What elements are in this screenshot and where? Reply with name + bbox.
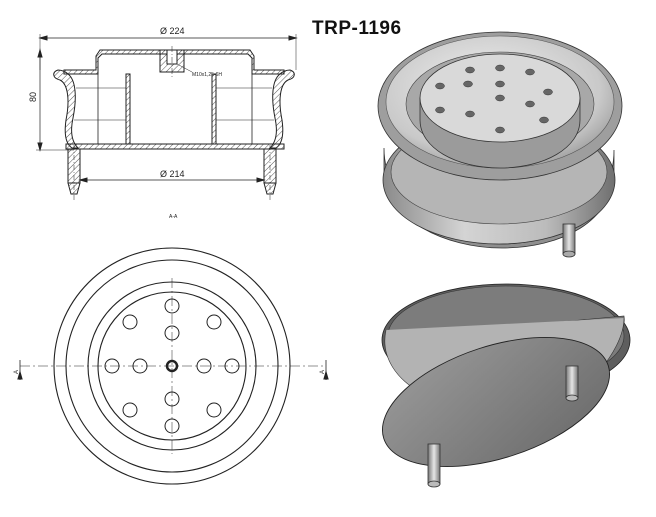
- hole: [164, 391, 180, 407]
- part-number-title: TRP-1196: [312, 18, 402, 39]
- hole: [122, 402, 138, 418]
- center-boss-hole: [165, 359, 179, 373]
- bottom-diameter-label: Ø 214: [160, 169, 185, 179]
- hole: [104, 358, 120, 374]
- hole: [224, 358, 240, 374]
- hole-pattern: [104, 298, 240, 434]
- top-diameter-label: Ø 224: [160, 26, 185, 36]
- section-label: A-A: [169, 214, 178, 220]
- hole: [164, 418, 180, 434]
- height-label: 80: [28, 92, 38, 102]
- thread-note-label: M10x1,25-6H: [192, 72, 222, 78]
- hole: [132, 358, 148, 374]
- hole: [206, 314, 222, 330]
- hole: [206, 402, 222, 418]
- hole: [196, 358, 212, 374]
- section-view: [36, 34, 298, 200]
- hole: [122, 314, 138, 330]
- iso-view-bottom: [381, 283, 631, 488]
- cut-mark-right: A: [320, 370, 326, 374]
- top-view: [17, 247, 329, 485]
- iso-view-top: [377, 31, 623, 258]
- cut-mark-left: A: [14, 370, 20, 374]
- hole: [164, 325, 180, 341]
- hole: [164, 298, 180, 314]
